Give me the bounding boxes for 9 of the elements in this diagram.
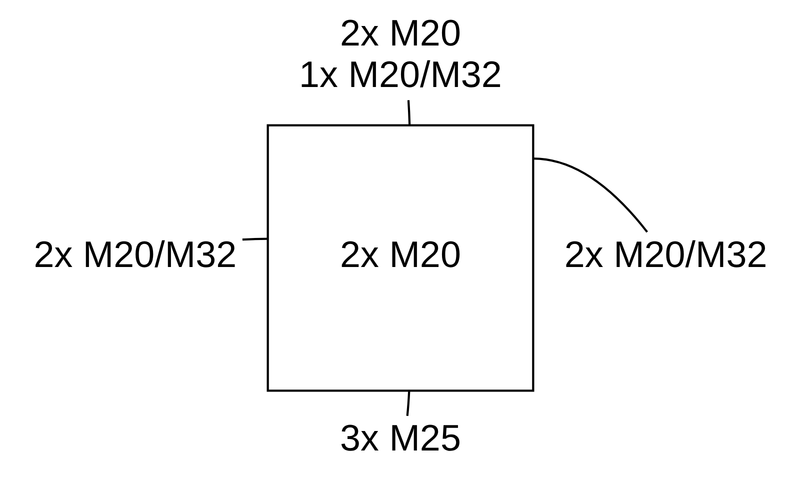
node-text: 2x M20/M32 [33,233,236,274]
node-text: 3x M25 [340,417,460,458]
connector [406,390,410,416]
node-text: 2x M20/M32 [564,233,767,274]
connector [242,237,268,240]
node-text: 2x M20 1x M20/M32 [298,12,502,94]
connector [406,100,410,125]
connector [532,156,648,232]
node-box: 2x M20 [266,124,534,392]
